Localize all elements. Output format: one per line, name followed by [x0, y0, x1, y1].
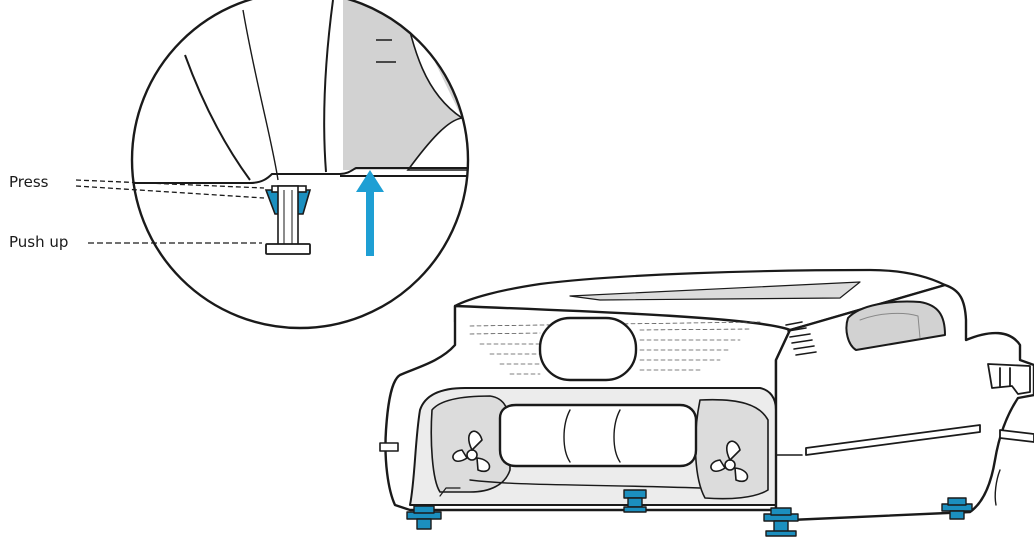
callout-push-up: Push up	[9, 233, 262, 251]
leg-foot	[265, 243, 311, 255]
front-handle	[538, 316, 638, 382]
foot-front-right	[763, 507, 799, 537]
robot-side-body	[774, 283, 1034, 522]
label-press: Press	[9, 173, 49, 191]
foot-front-left	[406, 505, 442, 530]
foot-back-right	[941, 497, 973, 520]
propeller-icon	[710, 440, 749, 483]
robot-illustration	[379, 268, 1034, 537]
label-push-up: Push up	[9, 233, 68, 251]
brush-roller	[498, 403, 698, 468]
side-vent	[785, 321, 817, 356]
up-arrow-icon	[356, 170, 384, 256]
foot-front-center	[623, 489, 647, 513]
callout-press: Press	[9, 173, 265, 199]
robot-base-line	[132, 167, 468, 184]
leg-shaft	[277, 185, 299, 247]
left-side-tab	[379, 442, 399, 452]
zoom-circle	[130, 0, 470, 330]
side-groove	[805, 424, 981, 456]
zoom-detail	[130, 0, 470, 330]
front-vent-lines	[469, 321, 761, 375]
propeller-icon	[452, 430, 491, 473]
robot-body-outline	[184, 54, 251, 181]
robot-feet	[406, 489, 973, 537]
handle-bracket	[987, 363, 1034, 443]
